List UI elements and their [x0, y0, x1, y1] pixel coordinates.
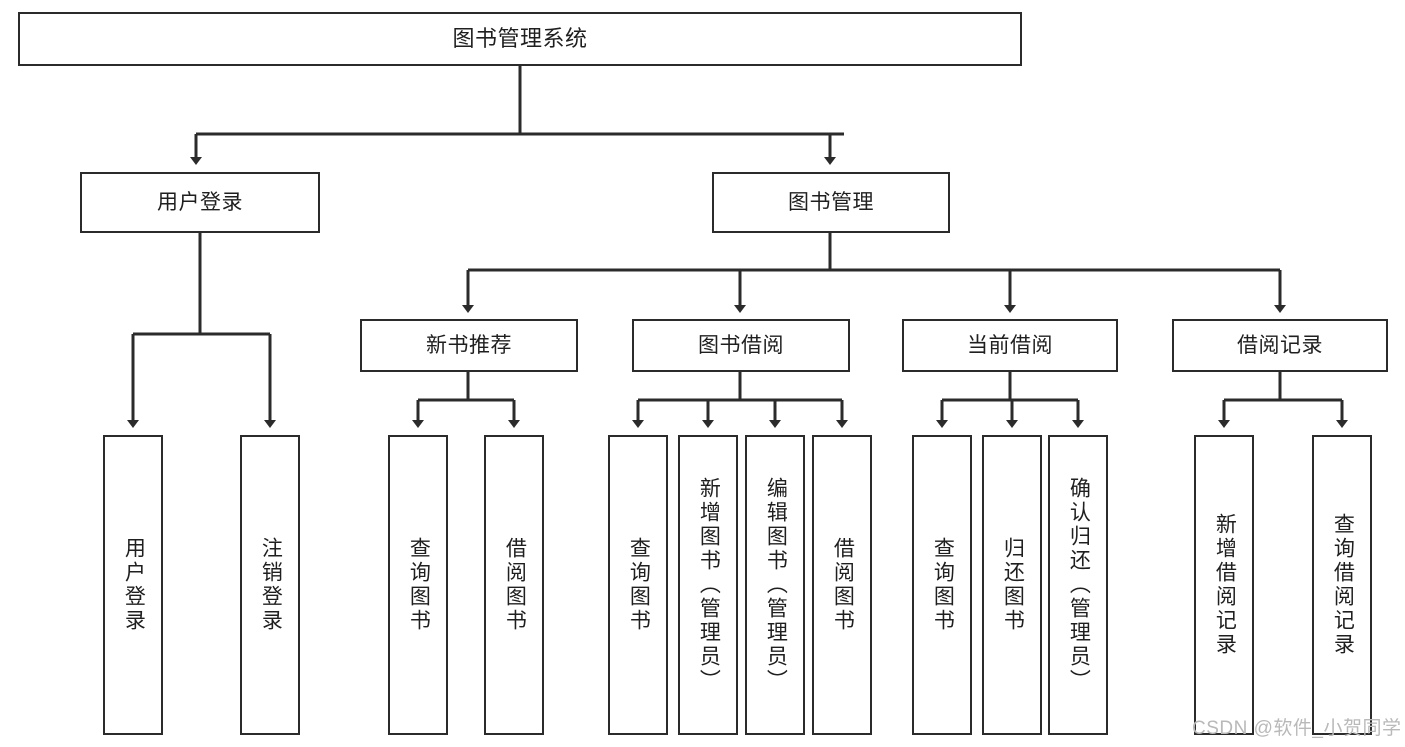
- node-label: 注销登录: [259, 537, 283, 633]
- node-label: 查询图书: [407, 537, 431, 633]
- node-label: 借阅图书: [831, 537, 855, 633]
- node-label: 借阅图书: [503, 537, 527, 633]
- node-label: 新书推荐: [426, 333, 512, 357]
- node-book-borrow[interactable]: 图书借阅: [632, 319, 850, 372]
- leaf-add-borrow-record[interactable]: 新增借阅记录: [1194, 435, 1254, 735]
- leaf-return-book[interactable]: 归还图书: [982, 435, 1042, 735]
- node-label: 新增借阅记录: [1213, 513, 1237, 657]
- node-new-book-recommend[interactable]: 新书推荐: [360, 319, 578, 372]
- node-label: 用户登录: [157, 190, 243, 214]
- leaf-logout[interactable]: 注销登录: [240, 435, 300, 735]
- node-root-book-management-system[interactable]: 图书管理系统: [18, 12, 1022, 66]
- csdn-watermark: CSDN @软件_小贺同学: [1192, 718, 1402, 739]
- node-label: 图书借阅: [698, 333, 784, 357]
- leaf-user-login[interactable]: 用户登录: [103, 435, 163, 735]
- node-label: 借阅记录: [1237, 333, 1323, 357]
- node-label: 图书管理: [788, 190, 874, 214]
- node-book-management[interactable]: 图书管理: [712, 172, 950, 233]
- node-user-login[interactable]: 用户登录: [80, 172, 320, 233]
- leaf-borrow-book[interactable]: 借阅图书: [812, 435, 872, 735]
- node-borrow-record[interactable]: 借阅记录: [1172, 319, 1388, 372]
- node-label: 用户登录: [122, 537, 146, 633]
- node-label: 新增图书（管理员）: [697, 477, 721, 693]
- leaf-query-book-newbook[interactable]: 查询图书: [388, 435, 448, 735]
- node-label: 查询借阅记录: [1331, 513, 1355, 657]
- leaf-confirm-return-admin[interactable]: 确认归还（管理员）: [1048, 435, 1108, 735]
- node-label: 查询图书: [931, 537, 955, 633]
- leaf-edit-book-admin[interactable]: 编辑图书（管理员）: [745, 435, 805, 735]
- leaf-query-book-current[interactable]: 查询图书: [912, 435, 972, 735]
- node-current-borrow[interactable]: 当前借阅: [902, 319, 1118, 372]
- leaf-borrow-book-newbook[interactable]: 借阅图书: [484, 435, 544, 735]
- node-label: 编辑图书（管理员）: [764, 477, 788, 693]
- leaf-query-book-borrow[interactable]: 查询图书: [608, 435, 668, 735]
- leaf-query-borrow-record[interactable]: 查询借阅记录: [1312, 435, 1372, 735]
- node-label: 查询图书: [627, 537, 651, 633]
- node-label: 图书管理系统: [452, 25, 588, 51]
- node-label: 当前借阅: [967, 333, 1053, 357]
- node-label: 归还图书: [1001, 537, 1025, 633]
- leaf-add-book-admin[interactable]: 新增图书（管理员）: [678, 435, 738, 735]
- node-label: 确认归还（管理员）: [1067, 477, 1091, 693]
